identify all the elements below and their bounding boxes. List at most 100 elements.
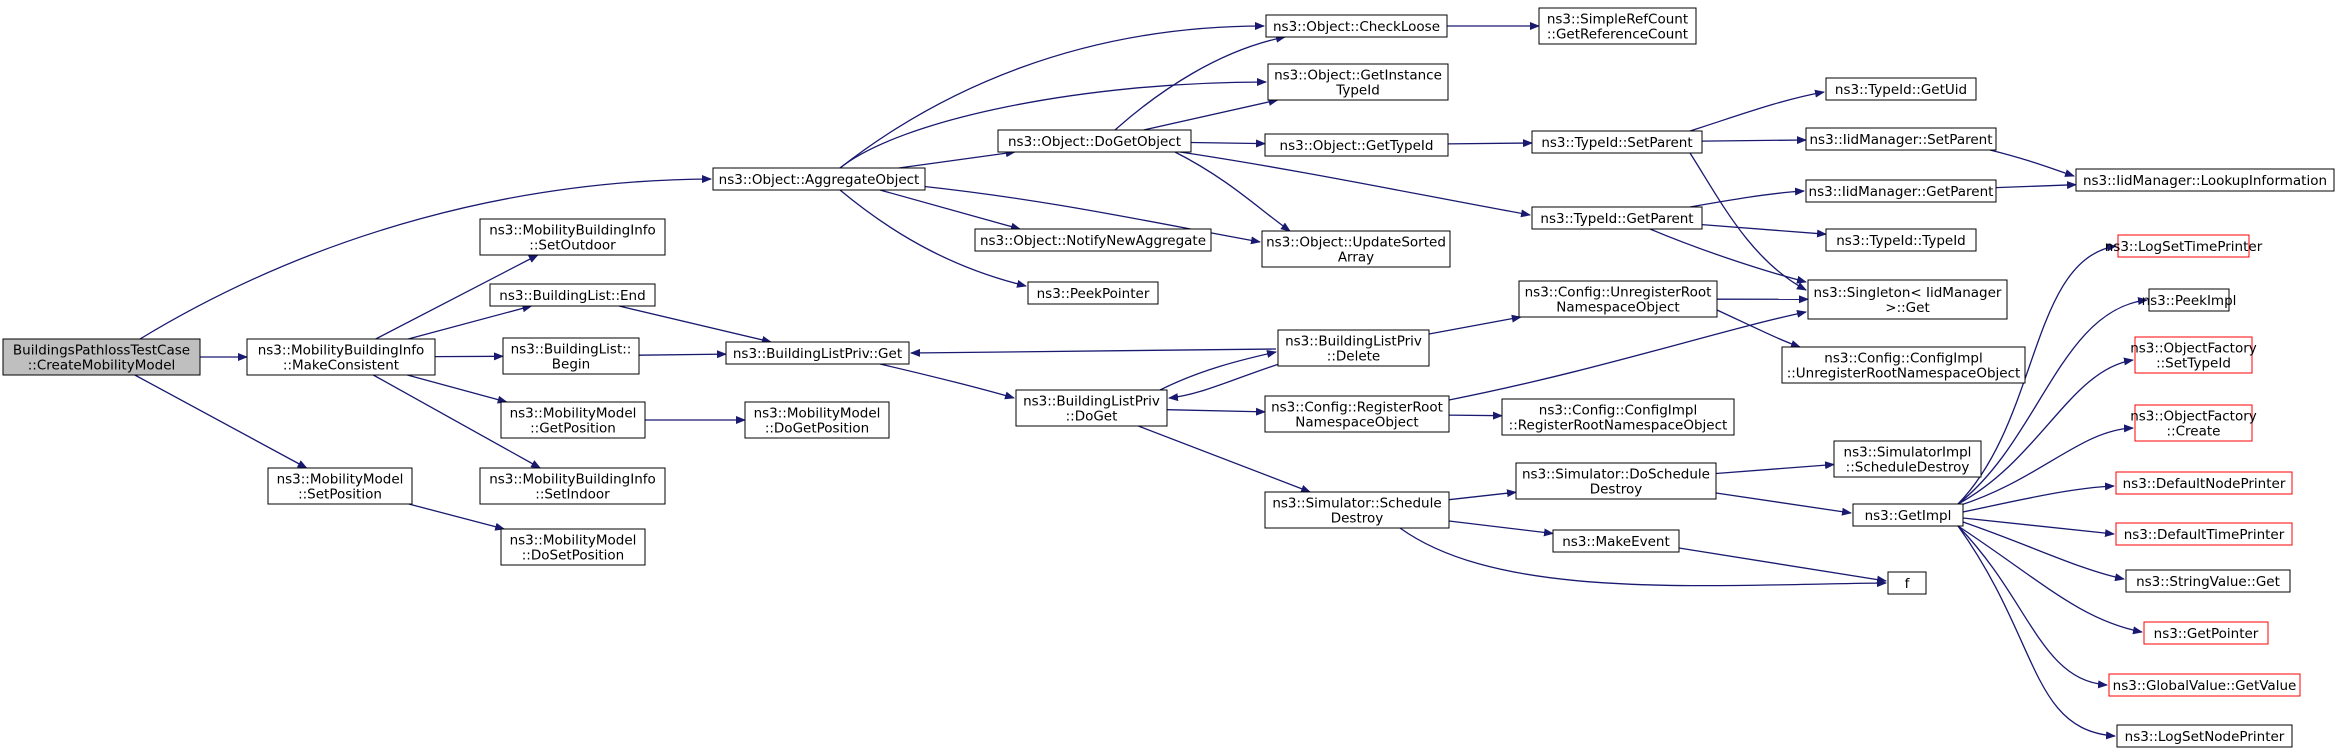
node-root[interactable]: BuildingsPathlossTestCase::CreateMobilit… (2, 338, 201, 376)
node-stringvalue-get[interactable]: ns3::StringValue::Get (2125, 569, 2291, 593)
node-box (1501, 398, 1735, 436)
node-box (1805, 127, 1997, 151)
node-obj-notify[interactable]: ns3::Object::NotifyNewAggregate (974, 228, 1212, 252)
call-edge-obj_dogetobject-to-obj_checkloose (1114, 34, 1286, 131)
node-objfactory-create[interactable]: ns3::ObjectFactory::Create (2130, 404, 2257, 442)
node-cfgimpl-register[interactable]: ns3::Config::ConfigImpl::RegisterRootNam… (1501, 398, 1735, 436)
node-label-line: ns3::MobilityModel (510, 406, 637, 422)
node-label-line: ns3::PeekPointer (1037, 286, 1150, 302)
node-box (246, 338, 436, 376)
call-edge-blp_get-to-blp_doget (879, 363, 1015, 400)
node-obj-checkloose[interactable]: ns3::Object::CheckLoose (1265, 14, 1448, 38)
node-obj-aggregate[interactable]: ns3::Object::AggregateObject (712, 167, 926, 191)
node-objfactory-settypeid[interactable]: ns3::ObjectFactory::SetTypeId (2130, 336, 2257, 374)
node-box (2125, 569, 2291, 593)
call-edge-blp_doget-to-cfg_registerroot (1166, 407, 1266, 416)
node-box (2117, 234, 2250, 258)
call-edge-getimpl-to-objfactory_create (1957, 424, 2134, 507)
node-mbi-makeconsistent[interactable]: ns3::MobilityBuildingInfo::MakeConsisten… (246, 338, 436, 376)
node-iid-lookupinfo[interactable]: ns3::IidManager::LookupInformation (2075, 168, 2335, 192)
node-defaulttimeprinter[interactable]: ns3::DefaultTimePrinter (2115, 522, 2293, 546)
node-label-line: ns3::MobilityBuildingInfo (489, 472, 656, 488)
node-typeid-setparent[interactable]: ns3::TypeId::SetParent (1531, 130, 1703, 154)
call-edge-sim_scheduledestroy-to-makeevent (1448, 520, 1554, 537)
node-logsettimeprinter[interactable]: ns3::LogSetTimePrinter (2105, 234, 2263, 258)
node-typeid-getuid[interactable]: ns3::TypeId::GetUid (1825, 77, 1977, 101)
node-label-line: ::RegisterRootNamespaceObject (1509, 418, 1728, 434)
node-box (2115, 471, 2293, 495)
node-singleton-get[interactable]: ns3::Singleton< IidManager >::Get (1807, 279, 2008, 320)
node-simimpl-scheduledestroy[interactable]: ns3::SimulatorImpl::ScheduleDestroy (1833, 440, 1982, 478)
call-edge-blp_doget-to-blp_delete (1159, 350, 1277, 391)
node-getimpl[interactable]: ns3::GetImpl (1852, 503, 1964, 527)
node-label-line: ns3::GetImpl (1865, 508, 1952, 524)
node-box (2108, 673, 2301, 697)
node-globalvalue-getvalue[interactable]: ns3::GlobalValue::GetValue (2108, 673, 2301, 697)
node-label-line: ::DoSetPosition (522, 548, 624, 564)
node-mm-dosetposition[interactable]: ns3::MobilityModel::DoSetPosition (500, 528, 646, 566)
node-cfgimpl-unregister[interactable]: ns3::Config::ConfigImpl::UnregisterRootN… (1781, 346, 2026, 384)
call-edge-getimpl-to-defaultnodeprinter (1962, 482, 2115, 513)
node-label-line: TypeId (1335, 83, 1380, 99)
node-peekimpl[interactable]: ns3::PeekImpl (2142, 288, 2237, 312)
node-f[interactable]: f (1887, 571, 1927, 595)
node-box (1264, 395, 1450, 433)
node-sim-scheduledestroy[interactable]: ns3::Simulator::ScheduleDestroy (1264, 491, 1450, 529)
node-mm-getposition[interactable]: ns3::MobilityModel::GetPosition (500, 401, 646, 439)
call-edge-cfg_unregisterroot-to-cfgimpl_unregister (1716, 309, 1801, 348)
node-makeevent[interactable]: ns3::MakeEvent (1552, 529, 1680, 553)
node-blp-doget[interactable]: ns3::BuildingListPriv::DoGet (1015, 389, 1168, 427)
call-edge-typeid_setparent-to-iid_setparent (1701, 136, 1807, 145)
node-label-line: >::Get (1885, 300, 1929, 316)
node-box (502, 337, 640, 375)
node-blp-get[interactable]: ns3::BuildingListPriv::Get (725, 341, 910, 365)
node-label-line: ns3::IidManager::SetParent (1810, 132, 1993, 148)
call-edge-getimpl-to-logsettimeprinter (1957, 243, 2117, 505)
call-edge-obj_aggregate-to-obj_dogetobject (898, 149, 1016, 169)
node-typeid-typeid[interactable]: ns3::TypeId::TypeId (1825, 228, 1977, 252)
node-iid-setparent[interactable]: ns3::IidManager::SetParent (1805, 127, 1997, 151)
node-bl-end[interactable]: ns3::BuildingList::End (489, 283, 656, 307)
call-edge-obj_dogetobject-to-obj_updatesorted (1174, 151, 1291, 232)
node-peekpointer[interactable]: ns3::PeekPointer (1027, 281, 1159, 305)
node-box (1515, 462, 1717, 500)
node-mm-setposition[interactable]: ns3::MobilityModel::SetPosition (267, 467, 413, 505)
call-edge-getimpl-to-logsetnodeprinter (1957, 525, 2116, 740)
node-label-line: ns3::MobilityModel (277, 472, 404, 488)
node-bl-begin[interactable]: ns3::BuildingList::Begin (502, 337, 640, 375)
call-edge-obj_aggregate-to-peekpointer (839, 189, 1027, 288)
node-label-line: ns3::IidManager::GetParent (1809, 184, 1994, 200)
node-label-line: ns3::TypeId::GetParent (1540, 211, 1693, 227)
call-edge-root-to-obj_aggregate (139, 175, 712, 340)
node-logsetnodeprinter[interactable]: ns3::LogSetNodePrinter (2116, 724, 2293, 748)
node-mbi-setindoor[interactable]: ns3::MobilityBuildingInfo::SetIndoor (479, 467, 666, 505)
node-box (2143, 621, 2269, 645)
node-getpointer[interactable]: ns3::GetPointer (2143, 621, 2269, 645)
call-edge-getimpl-to-defaulttimeprinter (1962, 517, 2115, 538)
call-edge-typeid_setparent-to-singleton_get (1689, 152, 1807, 291)
node-obj-dogetobject[interactable]: ns3::Object::DoGetObject (997, 129, 1192, 153)
node-label-line: ns3::MobilityBuildingInfo (489, 223, 656, 239)
node-mm-dogetposition[interactable]: ns3::MobilityModel::DoGetPosition (744, 401, 890, 439)
node-label-line: ::UnregisterRootNamespaceObject (1787, 366, 2021, 382)
node-blp-delete[interactable]: ns3::BuildingListPriv::Delete (1277, 329, 1430, 367)
nodes-layer: BuildingsPathlossTestCase::CreateMobilit… (2, 7, 2335, 748)
node-cfg-registerroot[interactable]: ns3::Config::RegisterRootNamespaceObject (1264, 395, 1450, 433)
node-label-line: NamespaceObject (1295, 415, 1418, 431)
node-obj-gettypeid[interactable]: ns3::Object::GetTypeId (1264, 133, 1449, 157)
node-label-line: ns3::Object::AggregateObject (719, 172, 920, 188)
node-defaultnodeprinter[interactable]: ns3::DefaultNodePrinter (2115, 471, 2293, 495)
node-cfg-unregisterroot[interactable]: ns3::Config::UnregisterRootNamespaceObje… (1518, 280, 1718, 318)
node-box (1852, 503, 1964, 527)
node-mbi-setoutdoor[interactable]: ns3::MobilityBuildingInfo::SetOutdoor (479, 218, 666, 256)
call-edge-getimpl-to-globalvalue_getvalue (1957, 525, 2108, 689)
node-simplerefcount[interactable]: ns3::SimpleRefCount::GetReferenceCount (1538, 7, 1697, 45)
node-iid-getparent[interactable]: ns3::IidManager::GetParent (1805, 179, 1997, 203)
call-edge-mbi_makeconsistent-to-mbi_setindoor (372, 374, 542, 469)
call-edge-obj_dogetobject-to-obj_gettypeid (1190, 139, 1266, 148)
node-box (1833, 440, 1982, 478)
node-typeid-getparent[interactable]: ns3::TypeId::GetParent (1531, 206, 1703, 230)
